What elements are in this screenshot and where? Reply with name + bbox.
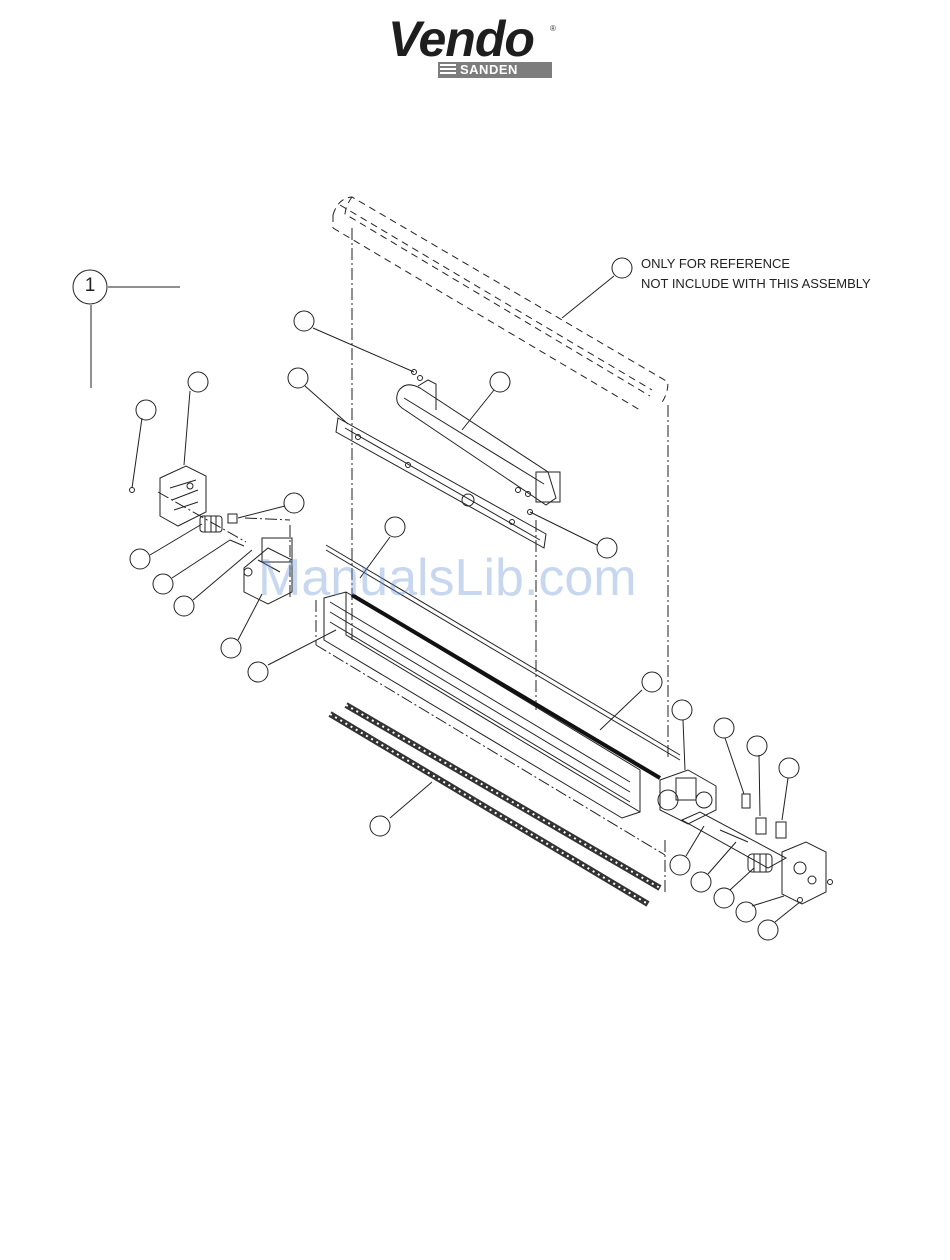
right-gear: [748, 854, 772, 872]
right-small-parts: [720, 794, 786, 842]
right-plate: [682, 812, 786, 868]
left-end-block: [130, 466, 207, 526]
left-small-parts: [228, 514, 244, 546]
main-callout-number: 1: [73, 271, 107, 301]
dark-rail: [352, 595, 660, 778]
reference-note-line2: NOT INCLUDE WITH THIS ASSEMBLY: [641, 276, 871, 291]
belt-dots: [330, 705, 660, 904]
reference-cover: [333, 197, 668, 410]
main-callout-leaders: [91, 287, 180, 388]
right-end-block: [782, 842, 833, 904]
cross-bar: [336, 418, 546, 548]
reference-note-line1: ONLY FOR REFERENCE: [641, 256, 790, 271]
manualslib-watermark: ManualsLib.com: [258, 548, 637, 608]
upper-guide-rail: [397, 380, 560, 505]
left-gear: [200, 516, 222, 532]
